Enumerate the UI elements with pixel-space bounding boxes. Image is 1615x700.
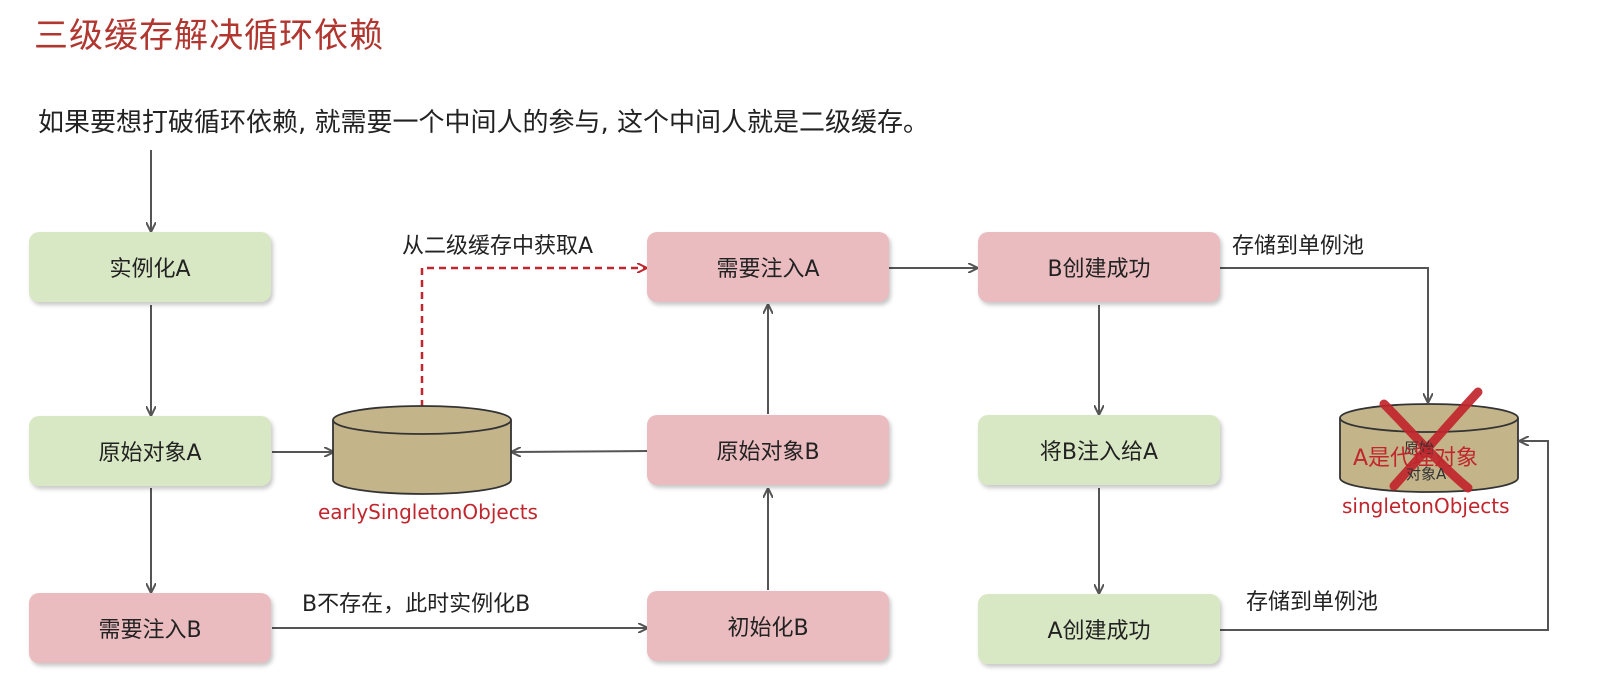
label-store-pool-2: 存储到单例池	[1246, 590, 1379, 615]
early-cache-cylinder	[332, 405, 512, 495]
singleton-inner-line2: 对象A	[1406, 465, 1447, 483]
node-instantiate-a: 实例化A	[29, 232, 271, 302]
node-inject-a: 需要注入A	[647, 232, 889, 302]
red-cross-mark	[1379, 387, 1483, 493]
node-inject-b-into-a: 将B注入给A	[978, 415, 1220, 485]
arrow-early-cache-to-inject-a	[420, 268, 646, 407]
label-get-from-l2: 从二级缓存中获取A	[402, 234, 594, 259]
singleton-overlay-text: A是代理对象	[1353, 446, 1479, 471]
node-inject-b: 需要注入B	[29, 593, 271, 663]
singleton-inner-line1: 原始	[1404, 439, 1435, 457]
page-title: 三级缓存解决循环依赖	[34, 16, 384, 56]
node-raw-a: 原始对象A	[29, 416, 271, 486]
label-b-not-exist: B不存在，此时实例化B	[302, 592, 531, 617]
page-subtitle: 如果要想打破循环依赖, 就需要一个中间人的参与, 这个中间人就是二级缓存。	[38, 108, 930, 138]
node-raw-b: 原始对象B	[647, 415, 889, 485]
node-a-created: A创建成功	[978, 594, 1220, 664]
singleton-cache-name: singletonObjects	[1342, 494, 1510, 518]
node-b-created: B创建成功	[978, 232, 1220, 302]
label-store-pool-1: 存储到单例池	[1232, 234, 1365, 259]
early-cache-name: earlySingletonObjects	[318, 500, 538, 524]
node-init-b: 初始化B	[647, 591, 889, 661]
arrow-raw-b-to-early-cache	[512, 451, 649, 452]
arrow-a-created-to-singleton	[1219, 441, 1549, 631]
arrow-b-created-to-singleton	[1219, 267, 1428, 402]
